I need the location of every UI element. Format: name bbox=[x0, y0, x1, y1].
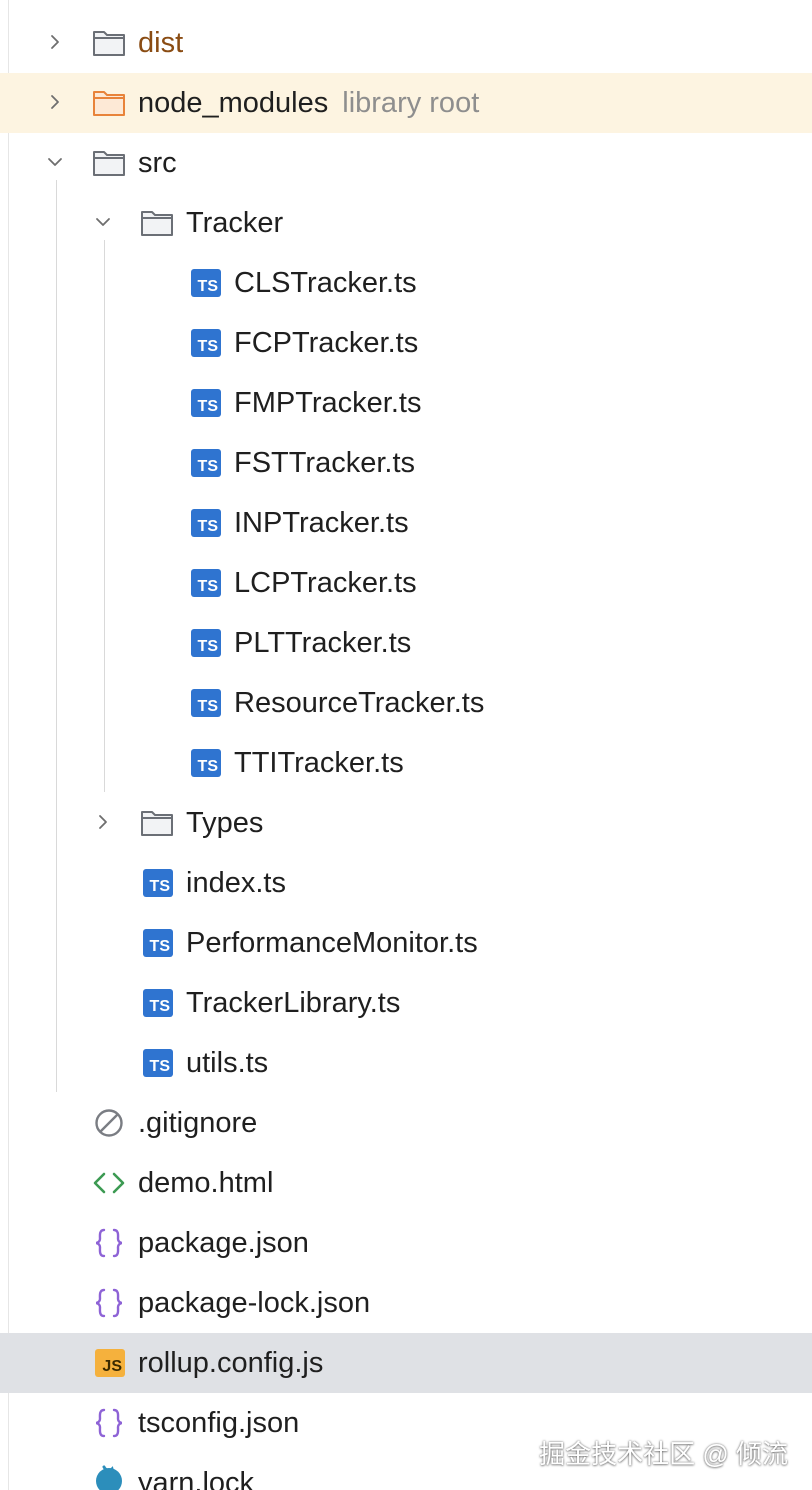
folder-icon bbox=[92, 28, 126, 58]
tree-item-label: src bbox=[138, 147, 177, 179]
tree-item-file[interactable]: TS index.ts bbox=[0, 853, 812, 913]
tree-item-label: CLSTracker.ts bbox=[234, 267, 417, 299]
chevron-down-icon[interactable] bbox=[92, 211, 114, 233]
tree-item-package-json[interactable]: package.json bbox=[0, 1213, 812, 1273]
tree-item-label: TTITracker.ts bbox=[234, 747, 404, 779]
tree-item-label: rollup.config.js bbox=[138, 1347, 324, 1379]
tree-item-file[interactable]: TS CLSTracker.ts bbox=[0, 253, 812, 313]
tree-item-file[interactable]: TS FMPTracker.ts bbox=[0, 373, 812, 433]
tree-item-yarn-lock[interactable]: yarn.lock bbox=[0, 1453, 812, 1490]
tree-item-label: Types bbox=[186, 807, 264, 839]
tree-item-label: utils.ts bbox=[186, 1047, 269, 1079]
library-root-hint: library root bbox=[342, 87, 480, 119]
tree-item-rollup-config[interactable]: JS rollup.config.js bbox=[0, 1333, 812, 1393]
tree-item-package-lock-json[interactable]: package-lock.json bbox=[0, 1273, 812, 1333]
tree-item-label: package.json bbox=[138, 1227, 309, 1259]
tree-guide-src bbox=[56, 180, 57, 1092]
folder-icon bbox=[92, 148, 126, 178]
tree-item-label: .gitignore bbox=[138, 1107, 258, 1139]
javascript-file-icon: JS bbox=[95, 1349, 125, 1377]
tree-item-gitignore[interactable]: .gitignore bbox=[0, 1093, 812, 1153]
typescript-file-icon: TS bbox=[191, 569, 221, 597]
tree-guide-tracker bbox=[104, 240, 105, 792]
tree-item-label: LCPTracker.ts bbox=[234, 567, 417, 599]
tree-item-label: index.ts bbox=[186, 867, 286, 899]
tree-item-file[interactable]: TS PLTTracker.ts bbox=[0, 613, 812, 673]
ignore-file-icon bbox=[92, 1108, 126, 1138]
typescript-file-icon: TS bbox=[191, 269, 221, 297]
tree-item-label: tsconfig.json bbox=[138, 1407, 300, 1439]
tree-item-dist[interactable]: dist bbox=[0, 13, 812, 73]
tree-item-label: FCPTracker.ts bbox=[234, 327, 419, 359]
typescript-file-icon: TS bbox=[143, 929, 173, 957]
chevron-down-icon[interactable] bbox=[44, 151, 66, 173]
json-file-icon bbox=[92, 1408, 126, 1438]
typescript-file-icon: TS bbox=[191, 449, 221, 477]
tree-item-label: FMPTracker.ts bbox=[234, 387, 422, 419]
folder-icon bbox=[140, 808, 174, 838]
typescript-file-icon: TS bbox=[191, 629, 221, 657]
watermark: 掘金技术社区 @ 倾流 bbox=[539, 1439, 788, 1469]
yarn-file-icon bbox=[92, 1463, 126, 1490]
tree-item-file[interactable]: TS FCPTracker.ts bbox=[0, 313, 812, 373]
tree-item-label: demo.html bbox=[138, 1167, 274, 1199]
json-file-icon bbox=[92, 1228, 126, 1258]
tree-item-label: Tracker bbox=[186, 207, 284, 239]
tree-item-file[interactable]: TS PerformanceMonitor.ts bbox=[0, 913, 812, 973]
folder-icon bbox=[140, 208, 174, 238]
tree-item-src[interactable]: src bbox=[0, 133, 812, 193]
json-file-icon bbox=[92, 1288, 126, 1318]
chevron-right-icon[interactable] bbox=[44, 31, 66, 53]
html-file-icon bbox=[92, 1168, 126, 1198]
tree-item-tracker[interactable]: Tracker bbox=[0, 193, 812, 253]
typescript-file-icon: TS bbox=[191, 329, 221, 357]
tree-item-file[interactable]: TS FSTTracker.ts bbox=[0, 433, 812, 493]
tree-item-file[interactable]: TS ResourceTracker.ts bbox=[0, 673, 812, 733]
tree-item-file[interactable]: TS TTITracker.ts bbox=[0, 733, 812, 793]
tree-item-file[interactable]: TS TrackerLibrary.ts bbox=[0, 973, 812, 1033]
tree-item-demo-html[interactable]: demo.html bbox=[0, 1153, 812, 1213]
panel-left-border bbox=[8, 0, 9, 1490]
library-folder-icon bbox=[92, 88, 126, 118]
tree-item-label: PLTTracker.ts bbox=[234, 627, 412, 659]
tree-item-label: yarn.lock bbox=[138, 1467, 255, 1490]
tree-item-label: package-lock.json bbox=[138, 1287, 371, 1319]
tree-item-label: TrackerLibrary.ts bbox=[186, 987, 401, 1019]
tree-item-file[interactable]: TS INPTracker.ts bbox=[0, 493, 812, 553]
tree-item-file[interactable]: TS utils.ts bbox=[0, 1033, 812, 1093]
tree-item-types[interactable]: Types bbox=[0, 793, 812, 853]
tree-item-label: PerformanceMonitor.ts bbox=[186, 927, 478, 959]
typescript-file-icon: TS bbox=[191, 749, 221, 777]
tree-item-label: INPTracker.ts bbox=[234, 507, 409, 539]
tree-item-label: ResourceTracker.ts bbox=[234, 687, 485, 719]
tree-item-file[interactable]: TS LCPTracker.ts bbox=[0, 553, 812, 613]
chevron-right-icon[interactable] bbox=[44, 91, 66, 113]
typescript-file-icon: TS bbox=[191, 389, 221, 417]
typescript-file-icon: TS bbox=[143, 1049, 173, 1077]
tree-item-tsconfig-json[interactable]: tsconfig.json bbox=[0, 1393, 812, 1453]
typescript-file-icon: TS bbox=[143, 869, 173, 897]
tree-item-label: FSTTracker.ts bbox=[234, 447, 415, 479]
tree-item-label: dist bbox=[138, 27, 184, 59]
typescript-file-icon: TS bbox=[143, 989, 173, 1017]
chevron-right-icon[interactable] bbox=[92, 811, 114, 833]
typescript-file-icon: TS bbox=[191, 689, 221, 717]
typescript-file-icon: TS bbox=[191, 509, 221, 537]
